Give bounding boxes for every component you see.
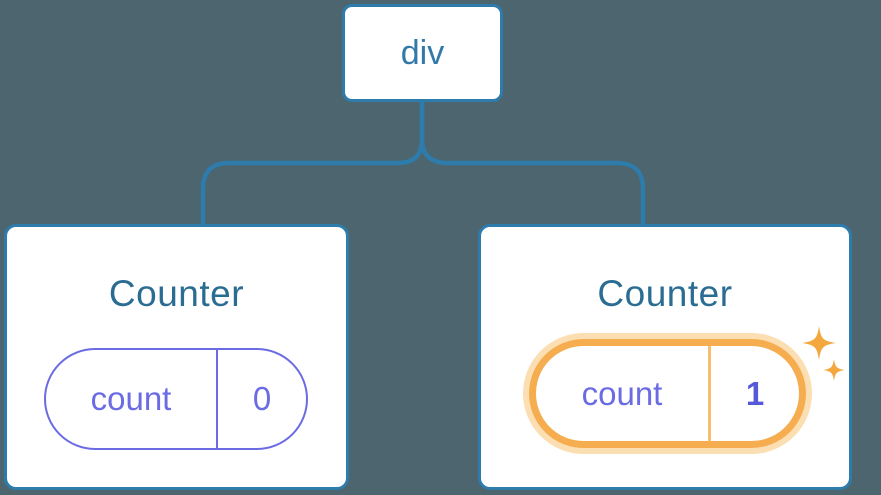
root-node: div (342, 4, 503, 102)
state-pill: count 0 (44, 348, 308, 450)
component-title: Counter (108, 273, 245, 314)
sparkle-small (823, 359, 845, 381)
sparkle-icon (802, 326, 845, 381)
counter-card-left: Counter count 0 (4, 224, 349, 490)
state-key: count (581, 374, 663, 412)
root-node-label: div (400, 33, 445, 72)
sparkle-large (802, 326, 836, 360)
connector-left-branch (200, 101, 425, 226)
state-value: 1 (708, 346, 799, 441)
state-value: 0 (216, 350, 306, 448)
counter-card-right: Counter count 1 (478, 224, 852, 490)
state-key: count (90, 380, 172, 417)
component-title: Counter (597, 273, 733, 314)
connector-right-branch (419, 101, 646, 226)
state-pill-highlighted: count 1 (529, 339, 806, 448)
